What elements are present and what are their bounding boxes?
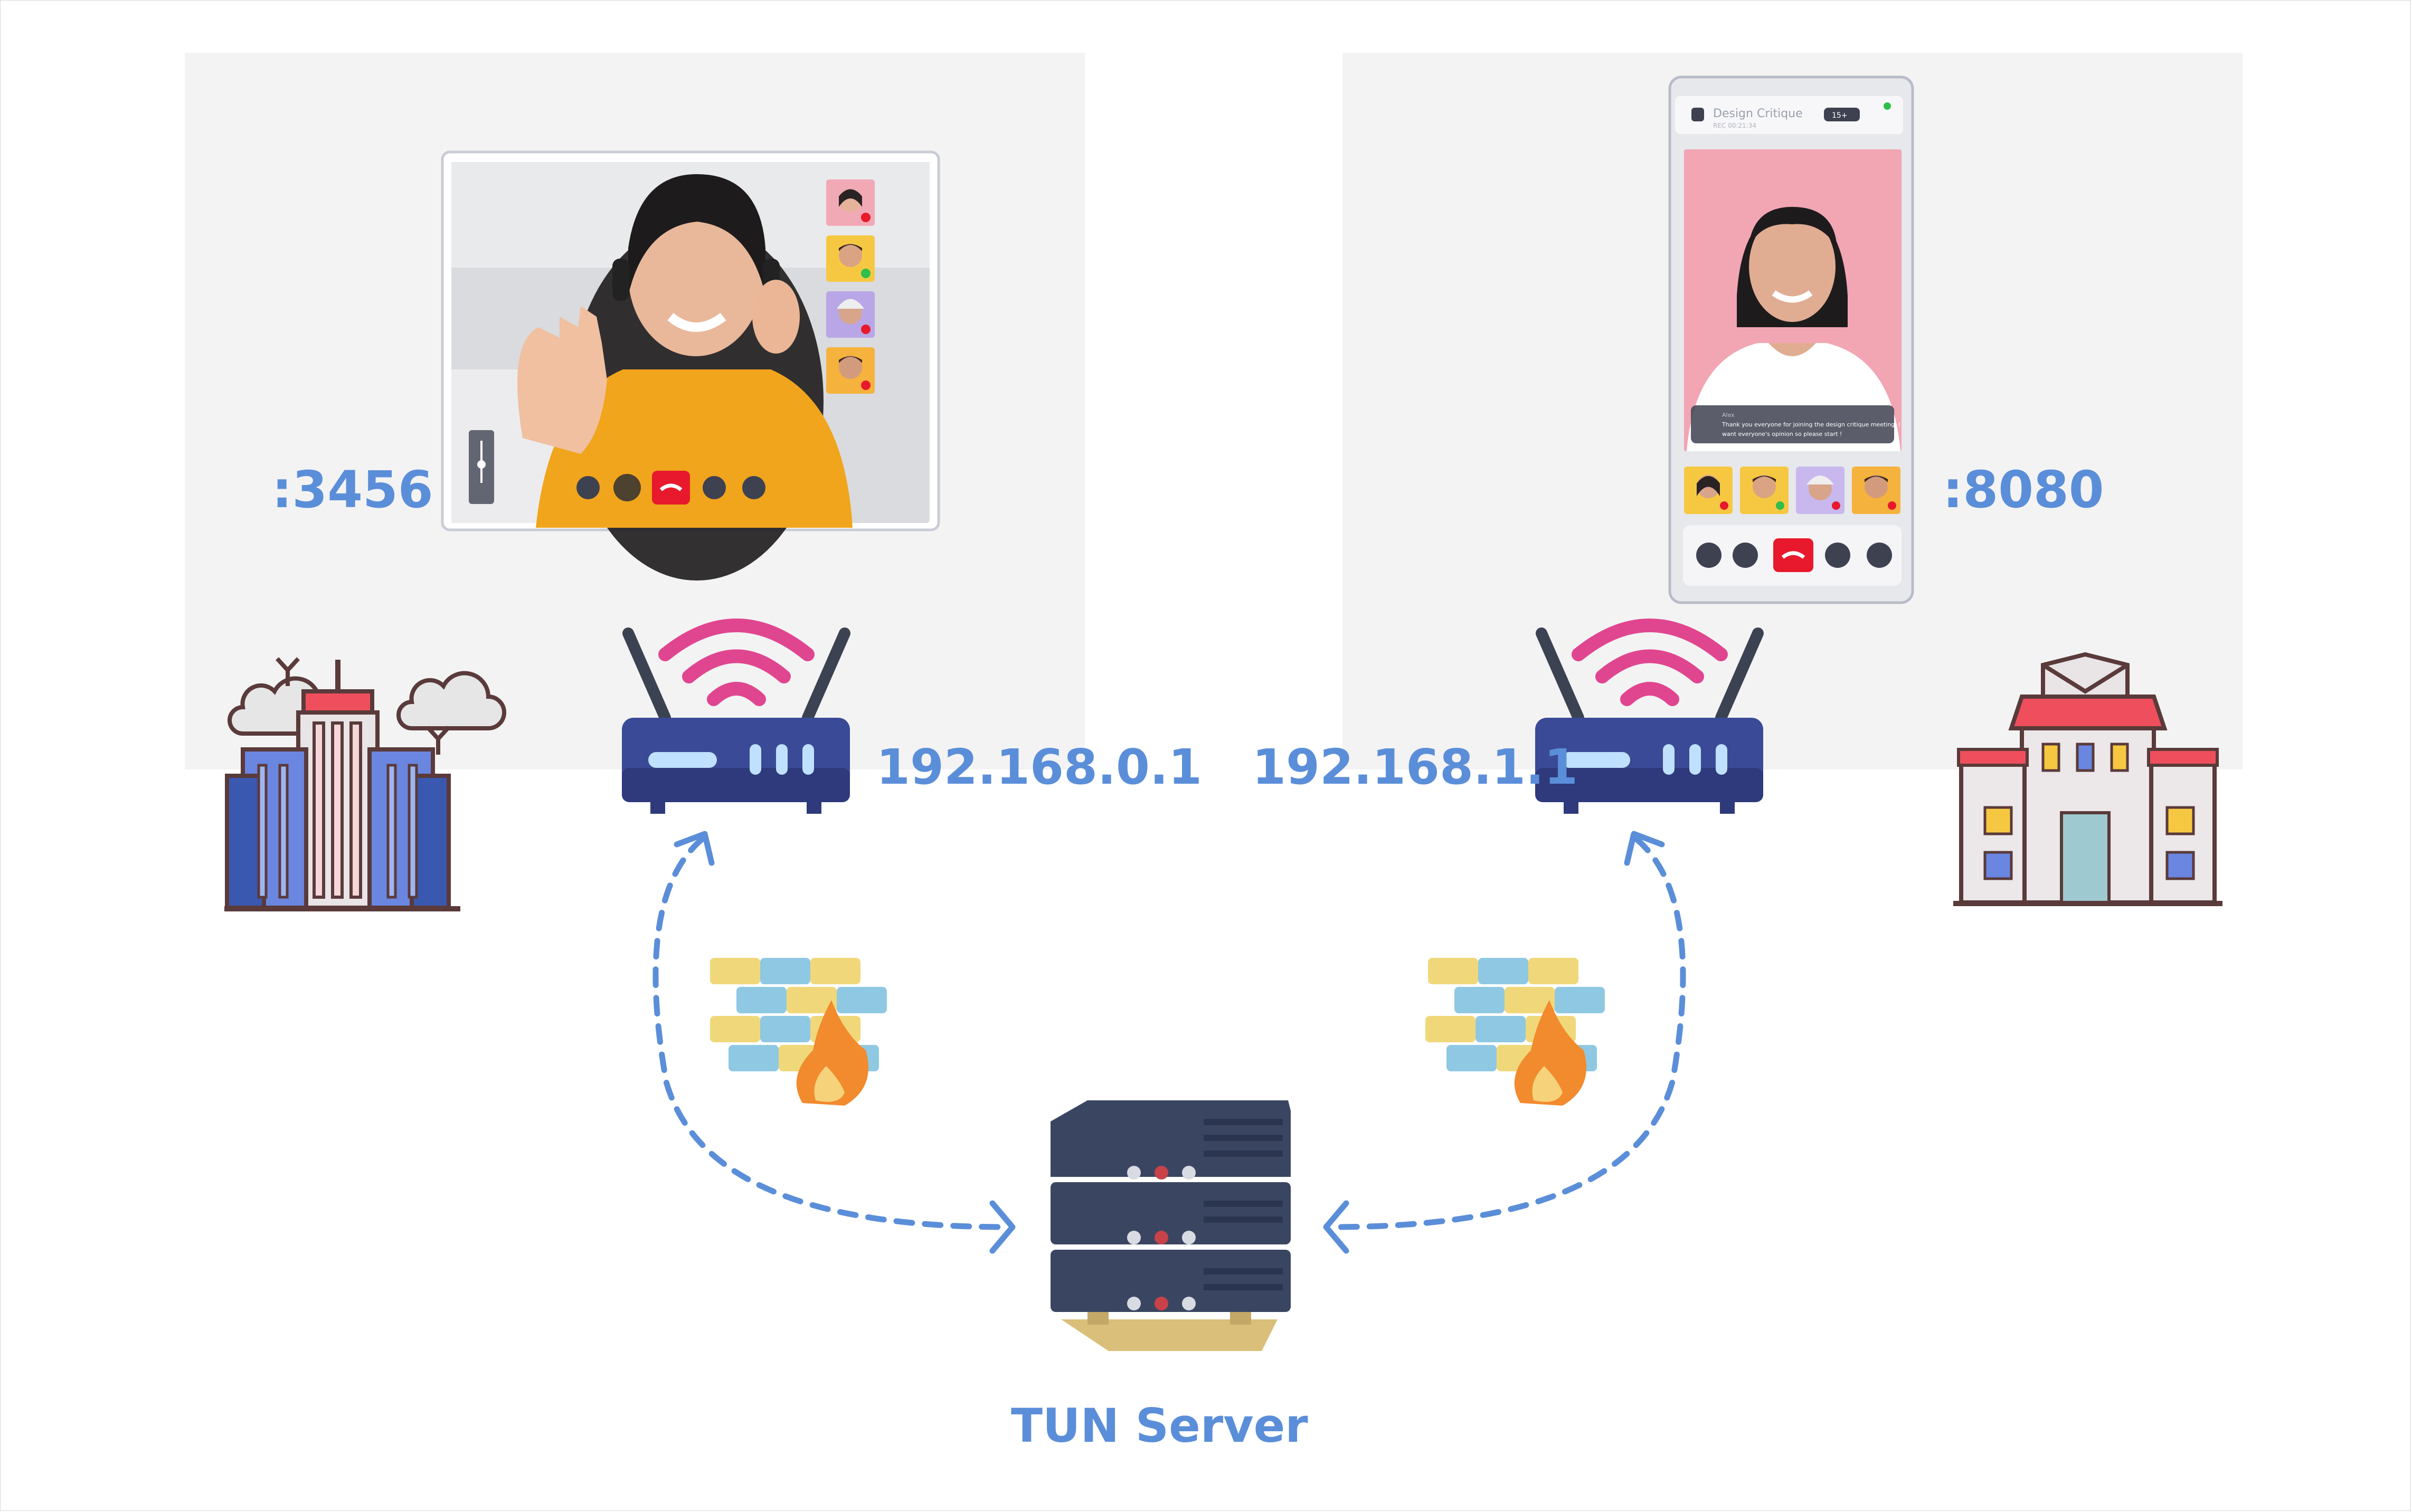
left-port-label: :3456 bbox=[272, 460, 433, 519]
right-router-to-server-link bbox=[1330, 836, 1686, 1230]
server-rack-icon bbox=[1051, 1100, 1291, 1351]
left-firewall-icon bbox=[710, 958, 887, 1106]
post-office-building-icon bbox=[1953, 652, 2222, 906]
left-server-arrowhead bbox=[989, 1200, 1016, 1254]
arrowheads bbox=[674, 831, 1665, 1254]
volume-slider[interactable] bbox=[469, 430, 494, 504]
participant-thumbnails bbox=[826, 179, 875, 394]
desktop-call-controls[interactable] bbox=[576, 471, 765, 505]
right-router-icon bbox=[1535, 619, 1764, 814]
right-port-label: :8080 bbox=[1943, 460, 2104, 519]
mobile-call-controls[interactable] bbox=[1683, 525, 1902, 586]
meeting-title: Design Critique bbox=[1713, 107, 1803, 120]
left-router-arrowhead bbox=[674, 831, 715, 866]
connection-arrows bbox=[652, 836, 1686, 1230]
desktop-video-call-window bbox=[441, 150, 940, 581]
right-server-arrowhead bbox=[1323, 1200, 1349, 1254]
chat-bubble bbox=[1691, 405, 1894, 443]
right-firewall-icon bbox=[1425, 958, 1605, 1106]
mobile-video-call-window bbox=[1668, 75, 1914, 604]
office-building-icon bbox=[224, 657, 506, 911]
right-router-ip-label: 192.168.1.1 bbox=[1252, 739, 1578, 795]
chat-sender: Alex bbox=[1722, 412, 1735, 419]
participant-count: 15+ bbox=[1832, 111, 1848, 120]
tun-server-label: TUN Server bbox=[1011, 1399, 1308, 1453]
left-router-ip-label: 192.168.0.1 bbox=[876, 739, 1202, 795]
chat-message-line-1: Thank you everyone for joining the desig… bbox=[1721, 421, 1900, 428]
left-router-icon bbox=[622, 619, 850, 814]
recording-status: REC 00:21:34 bbox=[1713, 122, 1756, 129]
left-router-to-server-link bbox=[652, 836, 1009, 1230]
right-router-arrowhead bbox=[1624, 831, 1665, 866]
chat-message-line-2: want everyone's opinion so please start … bbox=[1722, 431, 1842, 438]
